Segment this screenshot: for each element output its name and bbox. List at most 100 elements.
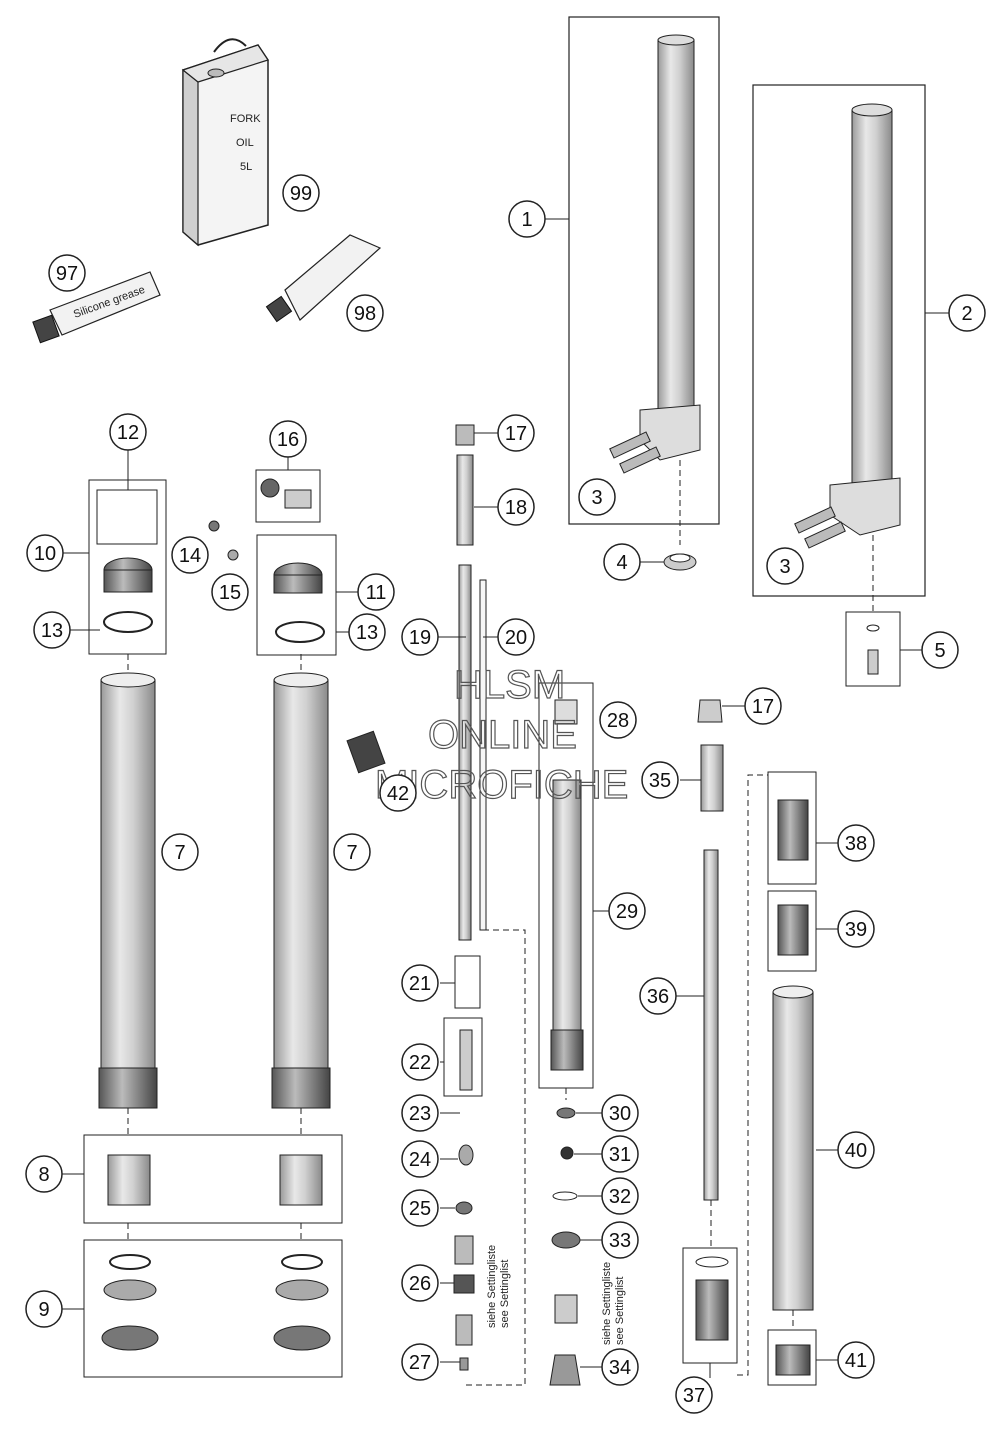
callout-14[interactable]: 14 — [171, 536, 209, 574]
callout-number: 35 — [649, 770, 671, 792]
callout-27[interactable]: 27 — [401, 1343, 439, 1381]
callout-number: 40 — [845, 1140, 867, 1162]
callout-24[interactable]: 24 — [401, 1140, 439, 1178]
callout-13[interactable]: 13 — [33, 611, 71, 649]
callout-number: 14 — [179, 545, 201, 567]
callout-38[interactable]: 38 — [837, 824, 875, 862]
callout-number: 97 — [56, 263, 78, 285]
callout-36[interactable]: 36 — [639, 977, 677, 1015]
callout-39[interactable]: 39 — [837, 910, 875, 948]
callout-8[interactable]: 8 — [25, 1155, 63, 1193]
callout-circle — [348, 613, 386, 651]
callout-9[interactable]: 9 — [25, 1290, 63, 1328]
callout-number: 39 — [845, 919, 867, 941]
callout-26[interactable]: 26 — [401, 1264, 439, 1302]
callout-3[interactable]: 3 — [578, 478, 616, 516]
callout-circle — [379, 774, 417, 812]
callout-98[interactable]: 98 — [346, 294, 384, 332]
callout-31[interactable]: 31 — [601, 1135, 639, 1173]
callout-7[interactable]: 7 — [161, 833, 199, 871]
callout-number: 20 — [505, 627, 527, 649]
callout-circle — [401, 618, 439, 656]
group-box-38 — [767, 771, 817, 885]
tube-40 — [772, 985, 814, 1311]
callout-30[interactable]: 30 — [601, 1094, 639, 1132]
callout-number: 7 — [346, 842, 357, 864]
dashed-connectors — [127, 460, 874, 1386]
callout-circle — [921, 631, 959, 669]
callout-number: 38 — [845, 833, 867, 855]
callout-number: 36 — [647, 986, 669, 1008]
spring-38 — [777, 799, 809, 861]
callout-circle — [171, 536, 209, 574]
callout-40[interactable]: 40 — [837, 1131, 875, 1169]
callout-16[interactable]: 16 — [269, 420, 307, 458]
setting-note-right-2: see Settinglist — [614, 1277, 626, 1345]
callout-15[interactable]: 15 — [211, 573, 249, 611]
callout-2[interactable]: 2 — [948, 294, 986, 332]
callout-32[interactable]: 32 — [601, 1177, 639, 1215]
callout-17[interactable]: 17 — [744, 687, 782, 725]
cartridge-tube-29 — [550, 699, 584, 1071]
callout-circle — [357, 573, 395, 611]
callout-42[interactable]: 42 — [379, 774, 417, 812]
callout-23[interactable]: 23 — [401, 1094, 439, 1132]
callout-4[interactable]: 4 — [603, 543, 641, 581]
callout-34[interactable]: 34 — [601, 1348, 639, 1386]
callout-18[interactable]: 18 — [497, 488, 535, 526]
callout-19[interactable]: 19 — [401, 618, 439, 656]
callout-21[interactable]: 21 — [401, 964, 439, 1002]
callout-20[interactable]: 20 — [497, 618, 535, 656]
callout-circle — [641, 761, 679, 799]
callout-circle — [346, 294, 384, 332]
callout-circle — [497, 488, 535, 526]
group-box-8 — [83, 1134, 343, 1224]
callout-circle — [282, 174, 320, 212]
can-label-line3: 5L — [240, 161, 252, 173]
callout-37[interactable]: 37 — [675, 1376, 713, 1414]
callout-circle — [211, 573, 249, 611]
callout-17[interactable]: 17 — [497, 414, 535, 452]
callout-number: 41 — [845, 1350, 867, 1372]
callout-29[interactable]: 29 — [608, 892, 646, 930]
callout-circle — [401, 1343, 439, 1381]
callout-41[interactable]: 41 — [837, 1341, 875, 1379]
callout-5[interactable]: 5 — [921, 631, 959, 669]
valve-39 — [777, 904, 809, 956]
callout-11[interactable]: 11 — [357, 573, 395, 611]
callout-22[interactable]: 22 — [401, 1043, 439, 1081]
callout-number: 29 — [616, 901, 638, 923]
callout-number: 3 — [591, 487, 602, 509]
callout-7[interactable]: 7 — [333, 833, 371, 871]
callout-33[interactable]: 33 — [601, 1221, 639, 1259]
can-label-line1: FORK — [230, 113, 261, 125]
callout-35[interactable]: 35 — [641, 761, 679, 799]
screw-5 — [866, 624, 880, 675]
callout-circle — [401, 1264, 439, 1302]
callout-12[interactable]: 12 — [109, 413, 147, 451]
callout-97[interactable]: 97 — [48, 254, 86, 292]
callout-1[interactable]: 1 — [508, 200, 546, 238]
callout-number: 33 — [609, 1230, 631, 1252]
callout-10[interactable]: 10 — [26, 534, 64, 572]
bushings-8 — [107, 1154, 323, 1206]
callout-circle — [401, 1094, 439, 1132]
callout-circle — [601, 1348, 639, 1386]
callout-circle — [837, 1131, 875, 1169]
callout-25[interactable]: 25 — [401, 1189, 439, 1227]
callout-circle — [578, 478, 616, 516]
callout-28[interactable]: 28 — [599, 701, 637, 739]
inner-tube-7-left — [98, 672, 158, 1109]
callout-13[interactable]: 13 — [348, 613, 386, 651]
callout-number: 5 — [934, 640, 945, 662]
callout-number: 18 — [505, 497, 527, 519]
callout-number: 28 — [607, 710, 629, 732]
callout-number: 31 — [609, 1144, 631, 1166]
callout-3[interactable]: 3 — [766, 547, 804, 585]
group-box-5 — [845, 611, 901, 687]
screw-cap-11 — [208, 520, 325, 643]
callout-circle — [497, 414, 535, 452]
callout-number: 23 — [409, 1103, 431, 1125]
callout-99[interactable]: 99 — [282, 174, 320, 212]
